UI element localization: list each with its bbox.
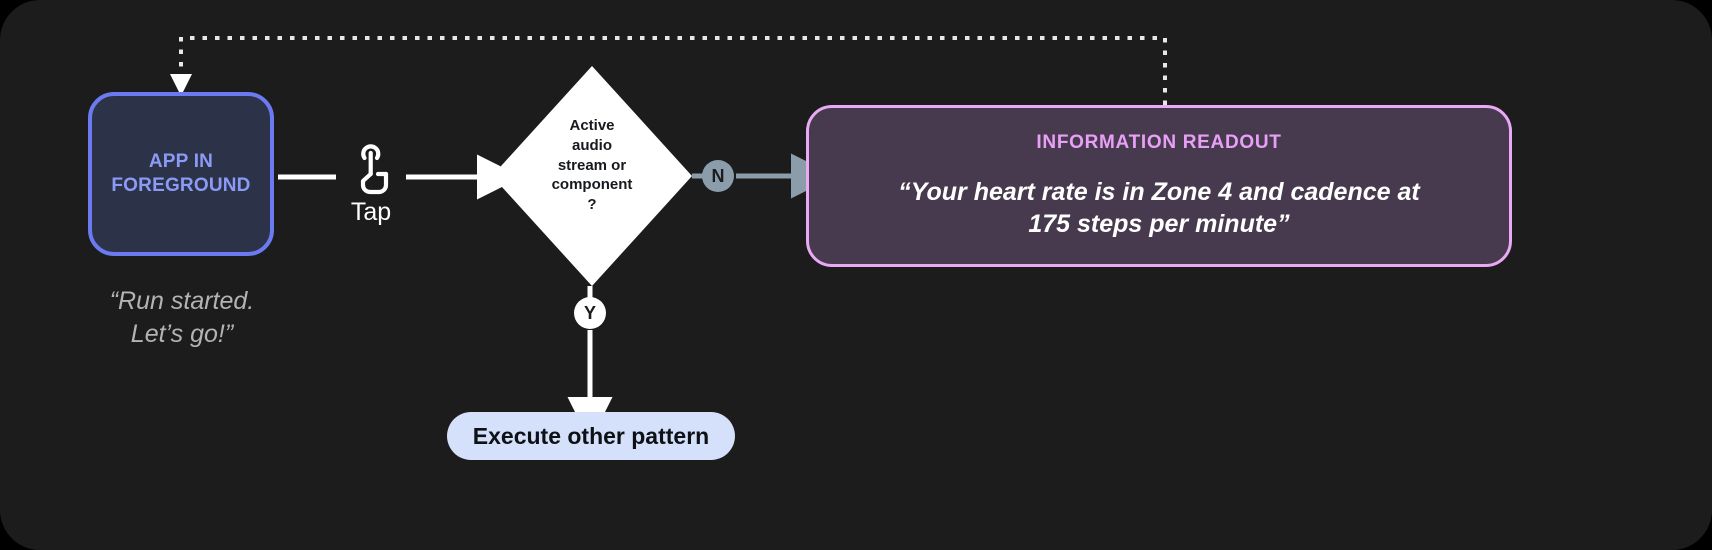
tap-gesture-group: Tap: [330, 140, 412, 225]
app-caption-line1: “Run started.: [109, 287, 255, 315]
readout-body-line2: 175 steps per minute”: [1028, 210, 1290, 238]
decision-node-label: Active audio stream or component ?: [514, 116, 670, 215]
decision-line2: audio: [572, 136, 612, 154]
app-caption-line2: Let’s go!”: [130, 319, 234, 348]
readout-body-line1: “Your heart rate is in Zone 4 and cadenc…: [898, 177, 1420, 206]
app-label-line1: APP IN: [148, 150, 214, 172]
branch-badge-no: N: [702, 160, 734, 192]
tap-label: Tap: [350, 198, 392, 226]
node-information-readout[interactable]: INFORMATION READOUT “Your heart rate is …: [806, 105, 1512, 267]
node-app-in-foreground[interactable]: APP IN FOREGROUND: [88, 92, 274, 256]
app-label-line2: FOREGROUND: [111, 175, 251, 196]
node-app-in-foreground-label: APP IN FOREGROUND: [111, 150, 250, 199]
decision-line1: Active: [569, 117, 615, 134]
readout-body: “Your heart rate is in Zone 4 and cadenc…: [898, 176, 1419, 241]
branch-badge-yes: Y: [574, 297, 606, 329]
decision-line5: ?: [587, 196, 597, 214]
decision-node-audio-stream[interactable]: Active audio stream or component ?: [492, 66, 692, 286]
node-execute-other-pattern[interactable]: Execute other pattern: [447, 412, 735, 460]
decision-line3: stream or: [557, 156, 627, 174]
tap-gesture-icon: [330, 140, 412, 196]
decision-line4: component: [551, 176, 633, 194]
app-node-caption: “Run started. Let’s go!”: [60, 285, 304, 350]
readout-title: INFORMATION READOUT: [1036, 131, 1282, 153]
